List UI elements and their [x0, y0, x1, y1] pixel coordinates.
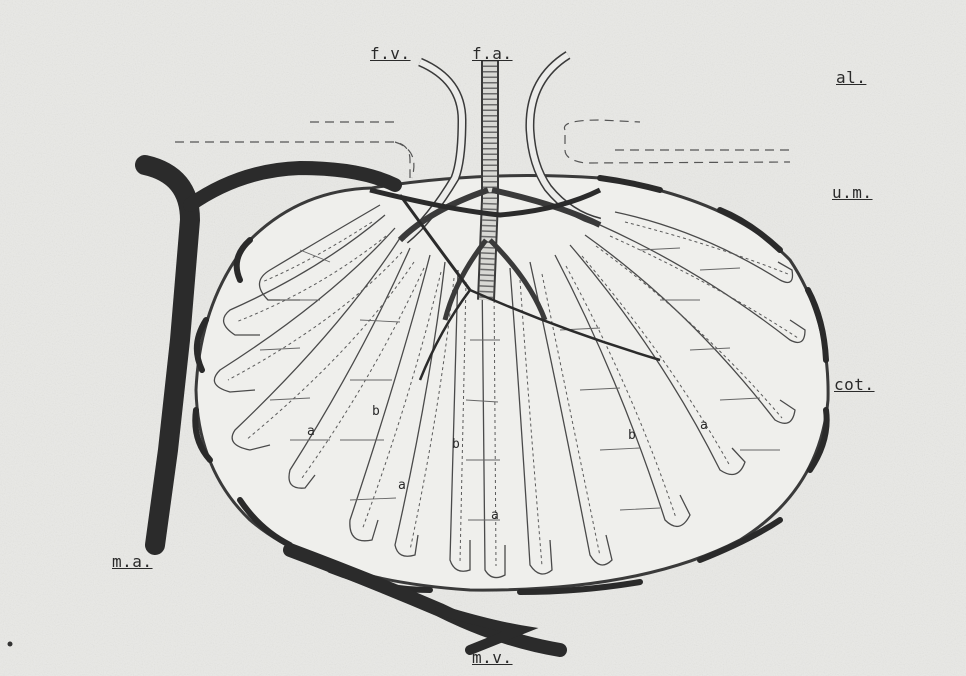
label-fetal-vein: f.v. [370, 44, 411, 63]
margin-dot [8, 642, 13, 647]
cotyledon-body [195, 176, 828, 592]
label-villus-a-mid: a [491, 508, 499, 523]
label-uterine-mucosa: u.m. [832, 183, 873, 202]
label-maternal-vein: m.v. [472, 648, 513, 667]
label-villus-b-right: b [628, 428, 636, 443]
label-villus-a-left: a [307, 424, 315, 439]
label-maternal-artery: m.a. [112, 552, 153, 571]
label-cotyledon: cot. [834, 375, 875, 394]
label-villus-a-right: a [700, 418, 708, 433]
label-villus-b-left: b [372, 404, 380, 419]
label-villus-b-mid: b [452, 437, 460, 452]
label-fetal-artery: f.a. [472, 44, 513, 63]
label-villus-a-midleft: a [398, 478, 406, 493]
label-allantois: al. [836, 68, 866, 87]
